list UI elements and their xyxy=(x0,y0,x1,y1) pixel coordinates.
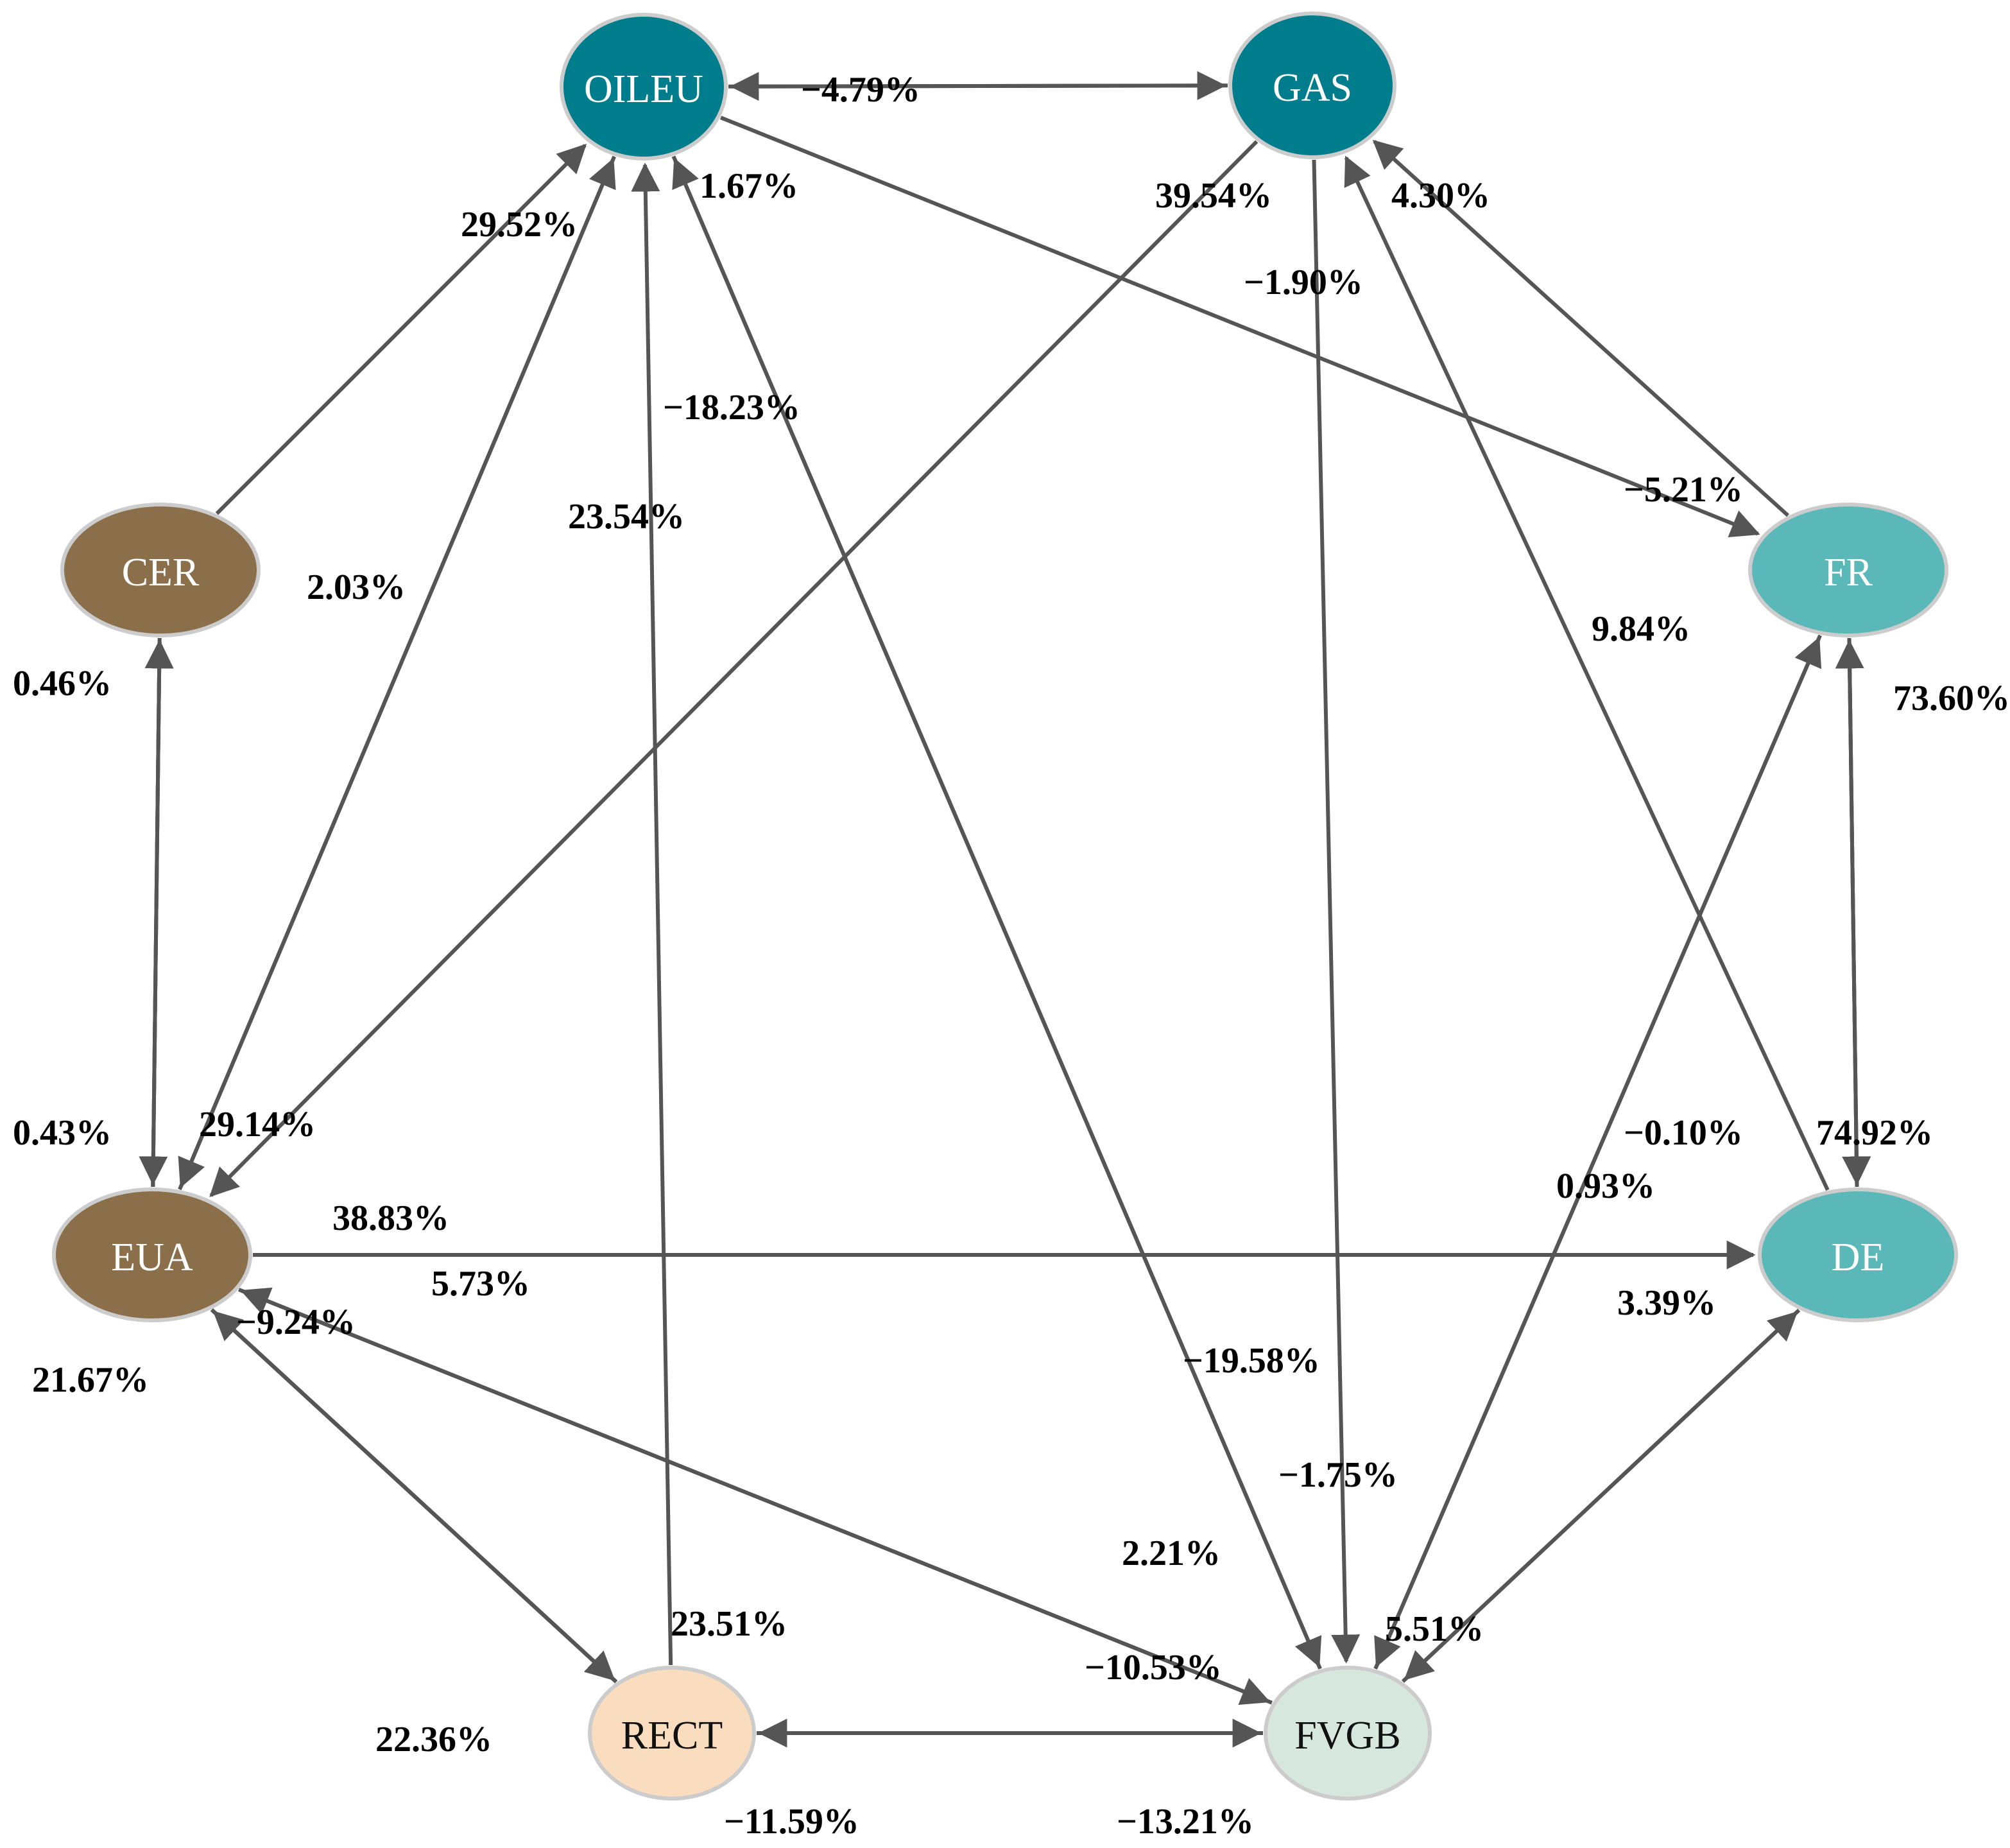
node-cer[interactable]: CER xyxy=(60,503,261,637)
edge-label-fvgb-to-de: 0.93% xyxy=(1556,1166,1655,1206)
edge-de-to-gas xyxy=(1344,155,1830,1191)
edge-label-eua-to-oileu: 29.52% xyxy=(461,205,578,245)
edge-label-fr-to-de: −0.10% xyxy=(1624,1113,1743,1153)
node-label-oileu: OILEU xyxy=(584,67,703,111)
node-shape-fvgb xyxy=(1264,1666,1432,1801)
node-label-cer: CER xyxy=(122,551,200,594)
edge-label-eua-to-rect: 23.51% xyxy=(671,1604,787,1644)
edge-de-to-fvgb xyxy=(1404,1308,1801,1680)
node-label-gas: GAS xyxy=(1273,66,1352,110)
node-label-fr: FR xyxy=(1824,551,1873,594)
node-shape-gas xyxy=(1228,12,1396,159)
edge-label-oileu-to-fr: −5.21% xyxy=(1624,470,1743,510)
edges-layer xyxy=(139,71,1871,1748)
edge-gas-to-fvgb xyxy=(1312,159,1361,1664)
edge-label-oileu-to-fvgb: 2.21% xyxy=(1122,1533,1221,1573)
edge-label-fvgb-to-eua: 5.73% xyxy=(431,1264,530,1304)
edge-label-rect-to-eua: −9.24% xyxy=(236,1302,356,1342)
node-shape-eua xyxy=(52,1187,252,1322)
edge-label-rect-to-oileu: −18.23% xyxy=(663,388,800,427)
node-label-fvgb: FVGB xyxy=(1294,1714,1400,1757)
edge-fr-to-de xyxy=(1842,637,1871,1186)
edge-cer-to-oileu xyxy=(215,143,587,515)
node-shape-oileu xyxy=(560,13,728,160)
edge-oileu-to-gas xyxy=(728,71,1226,100)
edge-label-gas-to-eua: 38.83% xyxy=(332,1198,449,1238)
node-label-eua: EUA xyxy=(111,1236,193,1279)
edge-fr-to-gas xyxy=(1372,139,1790,517)
edge-rect-to-oileu xyxy=(631,162,673,1666)
node-fr[interactable]: FR xyxy=(1748,503,1948,637)
edge-label-de-to-fr: 73.60% xyxy=(1893,678,2010,718)
node-oileu[interactable]: OILEU xyxy=(560,13,728,160)
edge-label-fr-to-fvgb: 5.51% xyxy=(1385,1609,1484,1649)
edge-labels-layer: −4.79% 29.52% 1.67% 39.54% 4.30% −1.90% −18.23… xyxy=(13,70,2010,1842)
edge-label-oileu-to-eua: 29.14% xyxy=(199,1105,316,1144)
nodes-layer: OILEU GAS CER FR EUA DE RECT FVGB xyxy=(52,12,1958,1801)
edge-label-cer-to-oileu: 1.67% xyxy=(700,166,798,206)
node-shape-fr xyxy=(1748,503,1948,637)
node-shape-cer xyxy=(60,503,261,637)
edge-fr-to-fvgb xyxy=(1374,634,1822,1668)
edge-label-eua-to-cer: 0.46% xyxy=(13,664,112,704)
edge-label-oileu-to-gas: 39.54% xyxy=(1155,176,1272,216)
edge-oileu-to-fr xyxy=(719,116,1760,537)
edge-cer-to-eua xyxy=(139,637,168,1186)
edge-label-de-to-gas: 4.30% xyxy=(1391,176,1490,216)
edge-label-fvgb-to-fr: 9.84% xyxy=(1592,609,1690,649)
node-fvgb[interactable]: FVGB xyxy=(1264,1666,1432,1801)
edge-label-eua-to-rect: 22.36% xyxy=(375,1720,492,1759)
node-rect[interactable]: RECT xyxy=(588,1666,756,1801)
edge-eua-to-fvgb xyxy=(237,1288,1271,1706)
edge-label-gas-to-fvgb: −19.58% xyxy=(1183,1341,1320,1381)
node-shape-de xyxy=(1758,1187,1958,1322)
edge-oileu-to-fvgb xyxy=(671,155,1322,1668)
edge-label-cer-to-eua: 0.43% xyxy=(13,1113,112,1153)
edge-label-rect-to-eua: 21.67% xyxy=(32,1360,149,1400)
edge-label-fvgb-to-rect: −11.59% xyxy=(724,1802,859,1842)
edge-label-fr-to-gas: −1.90% xyxy=(1244,263,1363,302)
edge-label-fvgb-to-oileu: 23.54% xyxy=(568,497,685,537)
edge-oileu-to-eua xyxy=(178,155,616,1188)
edge-label-rect-to-fvgb: −13.21% xyxy=(1117,1802,1254,1842)
edge-label-fr-to-de: 74.92% xyxy=(1816,1113,1933,1153)
edge-label-de-to-fvgb: −1.75% xyxy=(1278,1455,1398,1495)
node-de[interactable]: DE xyxy=(1758,1187,1958,1322)
node-label-de: DE xyxy=(1832,1236,1885,1279)
node-gas[interactable]: GAS xyxy=(1228,12,1396,159)
edge-eua-to-rect xyxy=(210,1308,615,1681)
edge-gas-to-eua xyxy=(209,140,1258,1198)
edge-label-eua-to-fvgb: −10.53% xyxy=(1085,1648,1222,1688)
edge-label-eua-to-cer: 2.03% xyxy=(307,567,406,607)
node-eua[interactable]: EUA xyxy=(52,1187,252,1322)
node-shape-rect xyxy=(588,1666,756,1801)
edge-label-gas-to-oileu: −4.79% xyxy=(801,70,920,110)
edge-label-eua-to-de: 3.39% xyxy=(1617,1283,1716,1323)
node-label-rect: RECT xyxy=(621,1714,723,1757)
